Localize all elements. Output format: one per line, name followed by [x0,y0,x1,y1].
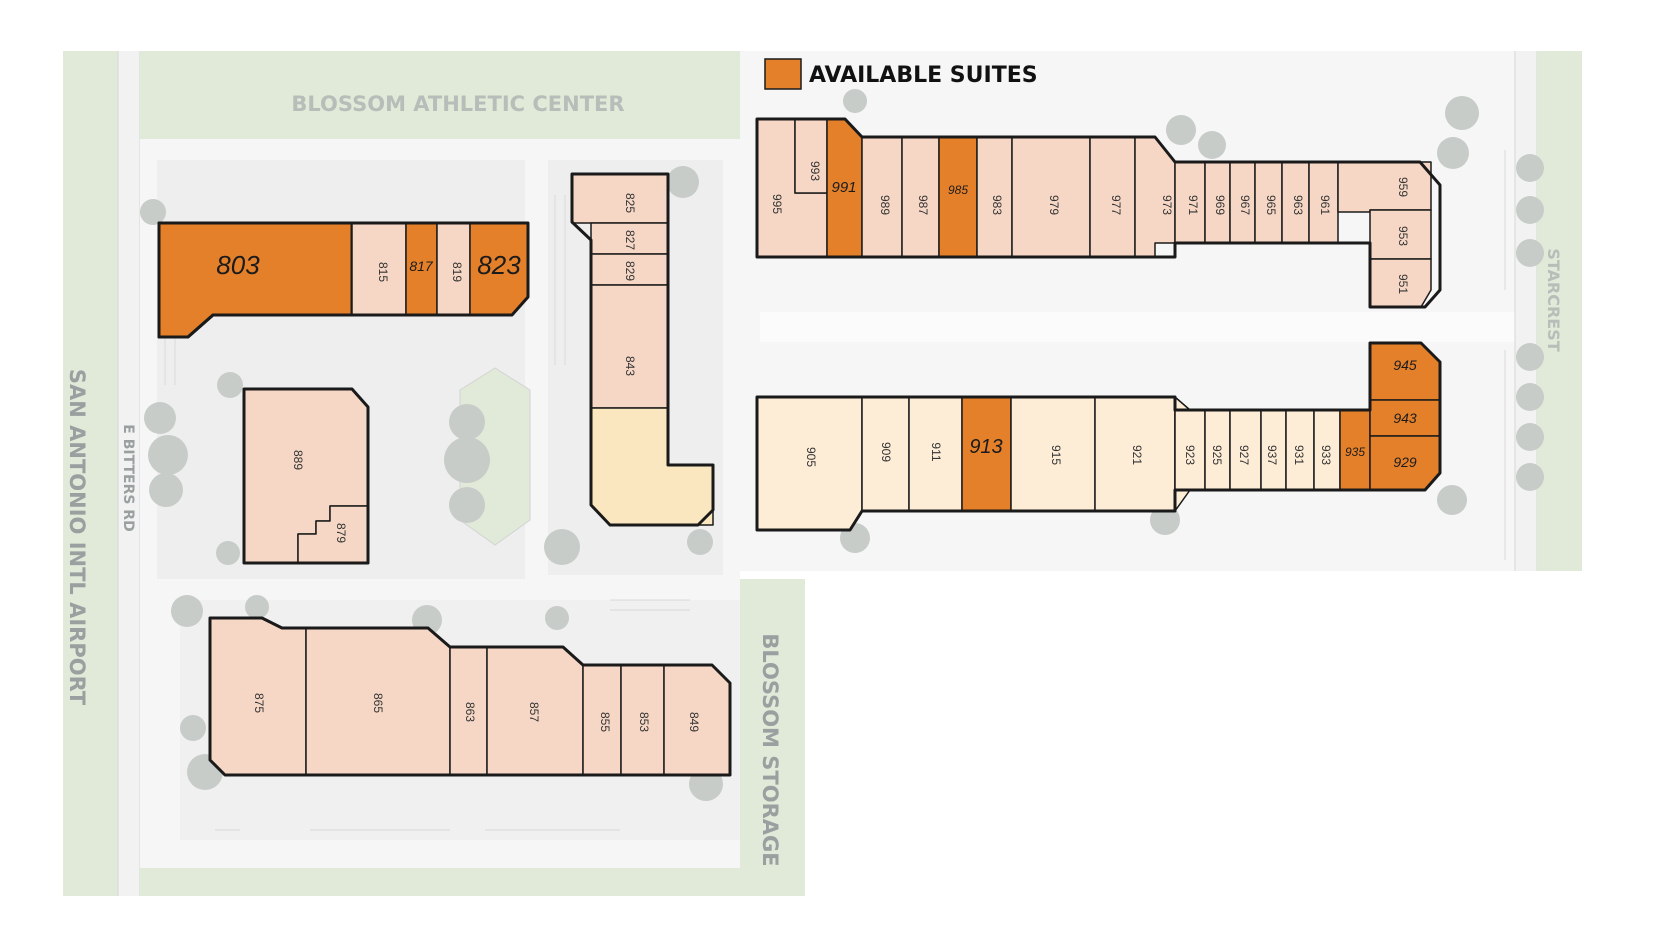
suite-889[interactable]: 889 [291,450,305,470]
suite-863[interactable]: 863 [463,702,477,722]
suite-931[interactable]: 931 [1292,445,1306,465]
label-e-bitters-rd: E BITTERS RD [120,424,136,531]
label-blossom-storage: BLOSSOM STORAGE [758,633,782,866]
suite-985[interactable]: 985 [948,183,968,197]
suite-827[interactable]: 827 [623,230,637,250]
suite-927[interactable]: 927 [1237,445,1251,465]
suite-843[interactable]: 843 [623,356,637,376]
legend: AVAILABLE SUITES [764,58,1038,90]
suite-977[interactable]: 977 [1109,195,1123,215]
legend-label: AVAILABLE SUITES [809,63,1038,88]
suite-937[interactable]: 937 [1265,445,1279,465]
south-green-strip [140,868,740,896]
suite-905[interactable]: 905 [804,447,818,467]
suite-865[interactable]: 865 [371,693,385,713]
suite-879[interactable]: 879 [334,523,348,543]
label-san-antonio-intl-airport: SAN ANTONIO INTL AIRPORT [65,369,89,706]
suite-815[interactable]: 815 [376,262,390,282]
suite-979[interactable]: 979 [1047,195,1061,215]
suite-965[interactable]: 965 [1264,195,1278,215]
suite-853[interactable]: 853 [637,712,651,732]
suite-953[interactable]: 953 [1396,226,1410,246]
suite-971[interactable]: 971 [1186,195,1200,215]
suite-803[interactable]: 803 [216,250,260,280]
suite-913[interactable]: 913 [969,436,1002,458]
suite-925[interactable]: 925 [1210,445,1224,465]
suite-817[interactable]: 817 [409,258,434,274]
suite-921[interactable]: 921 [1130,445,1144,465]
suite-933[interactable]: 933 [1319,445,1333,465]
suite-991[interactable]: 991 [831,179,856,196]
suite-929[interactable]: 929 [1393,454,1417,470]
suite-943[interactable]: 943 [1393,410,1417,426]
suite-973[interactable]: 973 [1160,195,1174,215]
suite-983[interactable]: 983 [990,195,1004,215]
suite-959[interactable]: 959 [1396,177,1410,197]
suite-989[interactable]: 989 [878,195,892,215]
suite-995[interactable]: 995 [770,194,784,214]
suite-987[interactable]: 987 [916,195,930,215]
label-starcrest: STARCREST [1544,248,1563,351]
suite-923[interactable]: 923 [1183,445,1197,465]
starcrest-road [1515,51,1537,571]
suite-935[interactable]: 935 [1345,445,1365,459]
suite-951[interactable]: 951 [1396,274,1410,294]
east-green-storage [740,579,805,896]
suite-993[interactable]: 993 [808,161,822,181]
suite-945[interactable]: 945 [1393,357,1417,373]
suite-849[interactable]: 849 [687,712,701,732]
suite-969[interactable]: 969 [1213,195,1227,215]
suite-911[interactable]: 911 [929,442,943,461]
east-green-strip [1537,51,1582,571]
suite-829[interactable]: 829 [623,261,637,281]
suite-823[interactable]: 823 [477,250,521,280]
suite-967[interactable]: 967 [1238,195,1252,215]
suite-961[interactable]: 961 [1318,195,1332,215]
suite-819[interactable]: 819 [450,262,464,282]
west-green-strip [63,51,118,896]
suite-915[interactable]: 915 [1049,445,1063,465]
building-803-823 [157,221,530,339]
building-875-849 [208,616,732,777]
building-995-951 [755,117,1442,309]
e-bitters-road [118,51,140,896]
suite-909[interactable]: 909 [879,442,893,462]
north-green-strip [140,51,740,139]
legend-swatch-available [764,58,802,90]
suite-825[interactable]: 825 [623,193,637,213]
label-blossom-athletic-center: BLOSSOM ATHLETIC CENTER [291,92,624,116]
suite-963[interactable]: 963 [1291,195,1305,215]
suite-875[interactable]: 875 [252,693,266,713]
suite-857[interactable]: 857 [527,702,541,722]
suite-855[interactable]: 855 [598,712,612,732]
building-889-879 [242,387,370,565]
east-lot-road-mid [760,312,1515,342]
building-905-929 [755,341,1442,532]
building-825-843 [570,172,715,527]
